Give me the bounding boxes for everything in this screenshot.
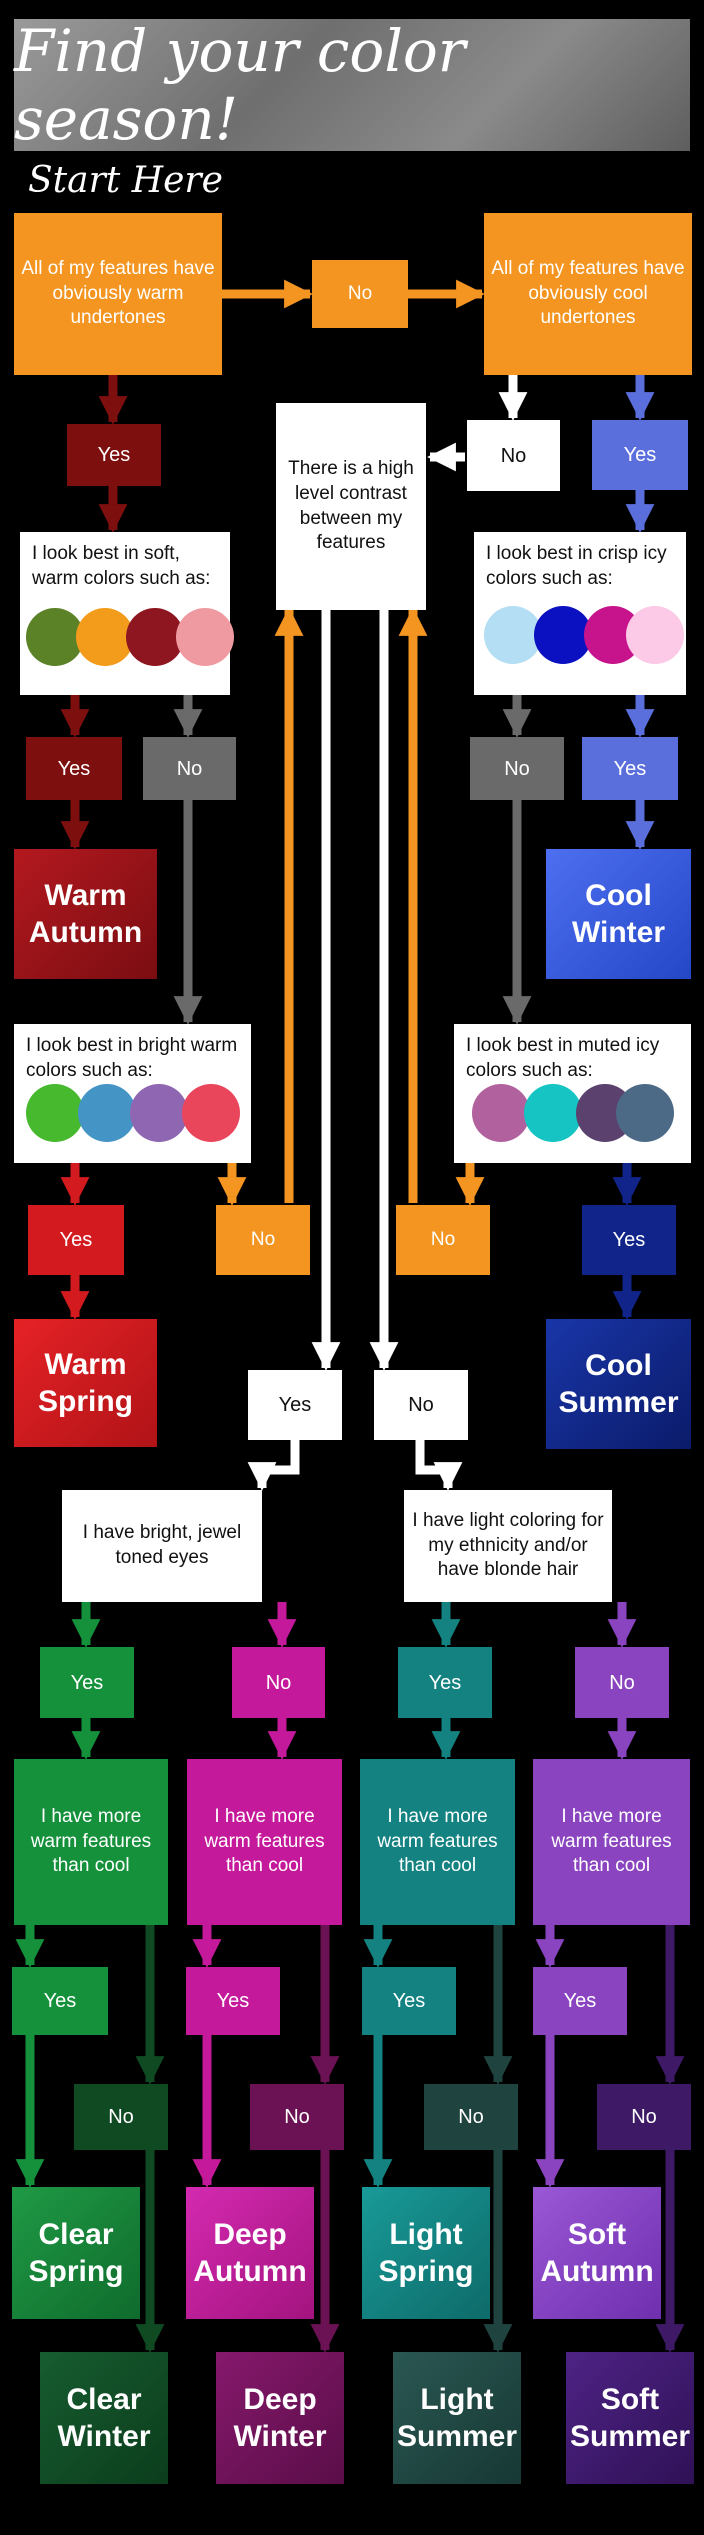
swatch-green (26, 1084, 84, 1142)
clear-branch-no: No (74, 2084, 168, 2150)
jewel-eyes-question: I have bright, jewel toned eyes (62, 1490, 262, 1602)
header-banner: Find your color season! (14, 17, 690, 153)
swatch-lavender (130, 1084, 188, 1142)
warm-undertones-question: All of my features have obviously warm u… (14, 213, 222, 375)
soft-warm-no: No (143, 737, 236, 800)
swatch-burgundy (126, 608, 184, 666)
crisp-icy-palette: I look best in crisp icy colors such as: (474, 532, 686, 695)
contrast-no: No (374, 1370, 468, 1440)
crisp-icy-yes: Yes (582, 737, 678, 800)
muted-icy-no: No (396, 1205, 490, 1275)
result-warm-autumn: Warm Autumn (14, 849, 157, 979)
more-warm-question-4: I have more warm features than cool (533, 1759, 690, 1925)
jewel-eyes-yes: Yes (40, 1647, 134, 1718)
light-coloring-no: No (575, 1647, 669, 1718)
swatch-slate (616, 1084, 674, 1142)
swatch-olive (26, 608, 84, 666)
bright-warm-yes: Yes (28, 1205, 124, 1275)
result-light-summer: Light Summer (393, 2352, 521, 2484)
contrast-question: There is a high level contrast between m… (276, 403, 426, 610)
swatch-orange (76, 608, 134, 666)
soft-branch-yes: Yes (533, 1967, 627, 2035)
bright-warm-palette: I look best in bright warm colors such a… (14, 1024, 251, 1163)
result-soft-autumn: Soft Autumn (533, 2187, 661, 2319)
deep-branch-yes: Yes (186, 1967, 280, 2035)
swatch-ice-pink (626, 606, 684, 664)
crisp-icy-question: I look best in crisp icy colors such as: (486, 543, 667, 589)
start-label: Start Here (28, 160, 223, 201)
swatch-mauve (472, 1084, 530, 1142)
swatch-ice-blue (484, 606, 542, 664)
cool-undertones-yes: Yes (592, 420, 688, 490)
muted-icy-question: I look best in muted icy colors such as: (466, 1035, 660, 1081)
soft-warm-palette: I look best in soft, warm colors such as… (20, 532, 234, 695)
result-soft-summer: Soft Summer (566, 2352, 694, 2484)
result-cool-summer: Cool Summer (546, 1319, 691, 1449)
cool-undertones-no: No (467, 420, 560, 491)
light-branch-yes: Yes (362, 1967, 456, 2035)
contrast-yes: Yes (248, 1370, 342, 1440)
bright-warm-no: No (216, 1205, 310, 1275)
soft-warm-yes: Yes (26, 737, 122, 800)
muted-icy-yes: Yes (582, 1205, 676, 1275)
clear-branch-yes: Yes (12, 1967, 108, 2035)
swatch-coral (182, 1084, 240, 1142)
light-coloring-question: I have light coloring for my ethnicity a… (404, 1490, 612, 1602)
warm-undertones-yes: Yes (67, 424, 161, 486)
soft-branch-no: No (597, 2084, 691, 2150)
light-coloring-yes: Yes (398, 1647, 492, 1718)
result-warm-spring: Warm Spring (14, 1319, 157, 1447)
more-warm-question-3: I have more warm features than cool (360, 1759, 515, 1925)
page-title: Find your color season! (14, 17, 466, 153)
result-clear-winter: Clear Winter (40, 2352, 168, 2484)
more-warm-question-1: I have more warm features than cool (14, 1759, 168, 1925)
cool-undertones-question: All of my features have obviously cool u… (484, 213, 692, 375)
warm-undertones-no: No (312, 260, 408, 328)
bright-warm-question: I look best in bright warm colors such a… (26, 1035, 238, 1081)
result-deep-autumn: Deep Autumn (186, 2187, 314, 2319)
light-branch-no: No (424, 2084, 518, 2150)
result-clear-spring: Clear Spring (12, 2187, 140, 2319)
result-light-spring: Light Spring (362, 2187, 490, 2319)
result-cool-winter: Cool Winter (546, 849, 691, 979)
swatch-turquoise (524, 1084, 582, 1142)
soft-warm-question: I look best in soft, warm colors such as… (32, 543, 211, 589)
swatch-royal-blue (534, 606, 592, 664)
swatch-pink (176, 608, 234, 666)
swatch-blue (78, 1084, 136, 1142)
crisp-icy-no: No (470, 737, 564, 800)
deep-branch-no: No (250, 2084, 344, 2150)
muted-icy-palette: I look best in muted icy colors such as: (454, 1024, 691, 1163)
more-warm-question-2: I have more warm features than cool (187, 1759, 342, 1925)
result-deep-winter: Deep Winter (216, 2352, 344, 2484)
jewel-eyes-no: No (232, 1647, 325, 1718)
